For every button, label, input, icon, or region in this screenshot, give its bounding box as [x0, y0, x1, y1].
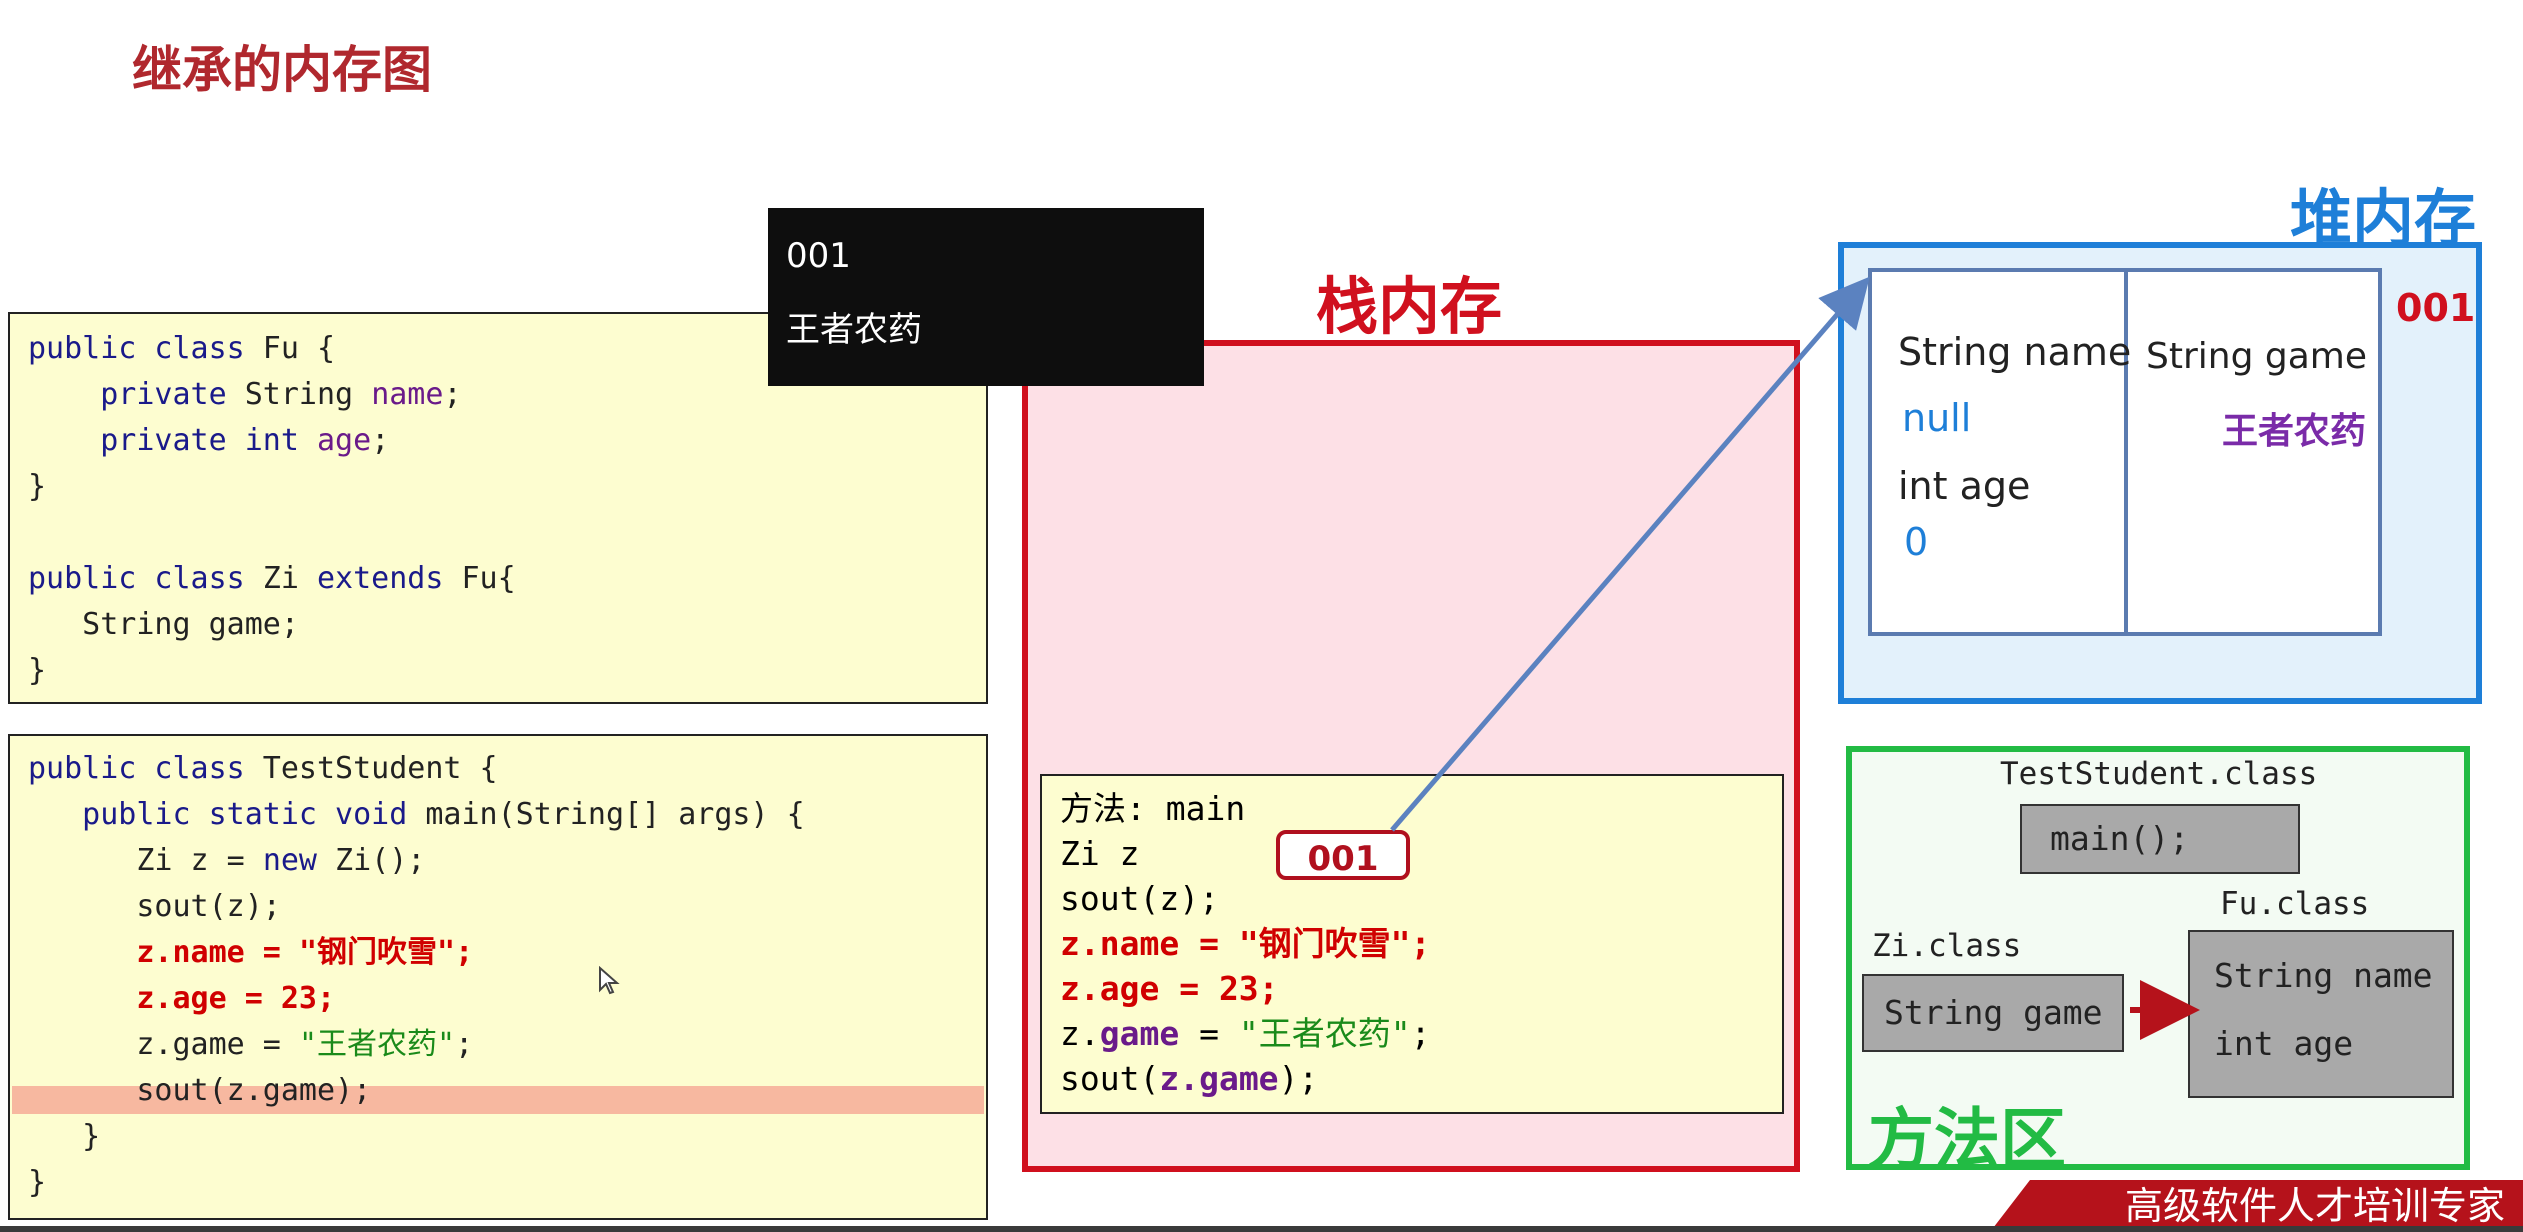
reference-address-badge: 001 — [1276, 830, 1410, 880]
method-area-title: 方法区 — [1868, 1101, 2066, 1178]
frame-line: z.game = "王者农药"; — [1060, 1014, 1431, 1053]
field-name-label: String name — [1898, 330, 2132, 374]
tooltip-address: 001 — [786, 236, 851, 276]
field-game-value: 王者农药 — [2222, 411, 2367, 452]
object-address: 001 — [2396, 286, 2476, 330]
code-line: public class TestStudent { — [28, 751, 498, 786]
fu-field-name: String name — [2214, 956, 2433, 995]
fu-field-age: int age — [2214, 1024, 2354, 1063]
code-line: private String name; — [28, 377, 462, 412]
teststudent-class-label: TestStudent.class — [2000, 756, 2318, 792]
frame-line: Zi z — [1060, 834, 1140, 873]
field-name-value: null — [1902, 396, 1972, 440]
code-line: } — [28, 1119, 101, 1154]
code-line: private int age; — [28, 423, 390, 458]
tooltip-value: 王者农药 — [786, 310, 922, 350]
slide-title: 继承的内存图 — [132, 41, 432, 99]
fu-class-label: Fu.class — [2220, 886, 2370, 922]
code-box-teststudent: public class TestStudent { public static… — [8, 734, 988, 1220]
brand-banner: 高级软件人才培训专家 — [1990, 1180, 2523, 1232]
fu-class-box: String name int age — [2188, 930, 2454, 1098]
code-line: } — [28, 1165, 47, 1200]
field-age-label: int age — [1898, 464, 2031, 508]
zi-class-box: String game — [1862, 974, 2124, 1052]
frame-line: 方法: main — [1060, 789, 1246, 828]
code-line: public class Zi extends Fu{ — [28, 561, 516, 596]
code-line: public class Fu { — [28, 331, 336, 366]
current-line-highlight — [12, 1086, 984, 1114]
field-age-value: 0 — [1904, 520, 1929, 564]
object-divider — [2124, 268, 2128, 636]
main-stack-frame: 方法: main Zi z sout(z); z.name = "钢门吹雪"; … — [1040, 774, 1784, 1114]
zi-class-label: Zi.class — [1872, 928, 2022, 964]
code-line: z.game = "王者农药"; — [28, 1027, 474, 1062]
code-line: z.age = 23; — [28, 981, 336, 1016]
frame-line: sout(z); — [1060, 879, 1219, 918]
field-game-label: String game — [2146, 336, 2368, 377]
code-line: sout(z); — [28, 889, 281, 924]
variable-tooltip: 001 王者农药 — [768, 208, 1204, 386]
mouse-cursor-icon — [599, 966, 620, 995]
code-line: sout(z.game); — [28, 1073, 372, 1108]
bottom-divider — [0, 1226, 2523, 1232]
reference-arrow — [1390, 276, 1870, 832]
code-line: String game; — [28, 607, 299, 642]
frame-line: sout(z.game); — [1060, 1059, 1319, 1098]
frame-line: z.age = 23; — [1060, 969, 1279, 1008]
frame-line: z.name = "钢门吹雪"; — [1060, 924, 1431, 963]
code-line: } — [28, 469, 47, 504]
code-line: } — [28, 653, 47, 688]
code-line: public static void main(String[] args) { — [28, 797, 805, 832]
code-line: z.name = "钢门吹雪"; — [28, 935, 474, 970]
main-method-box: main(); — [2020, 804, 2300, 874]
stack-title: 栈内存 — [1316, 270, 1503, 343]
code-line: Zi z = new Zi(); — [28, 843, 426, 878]
